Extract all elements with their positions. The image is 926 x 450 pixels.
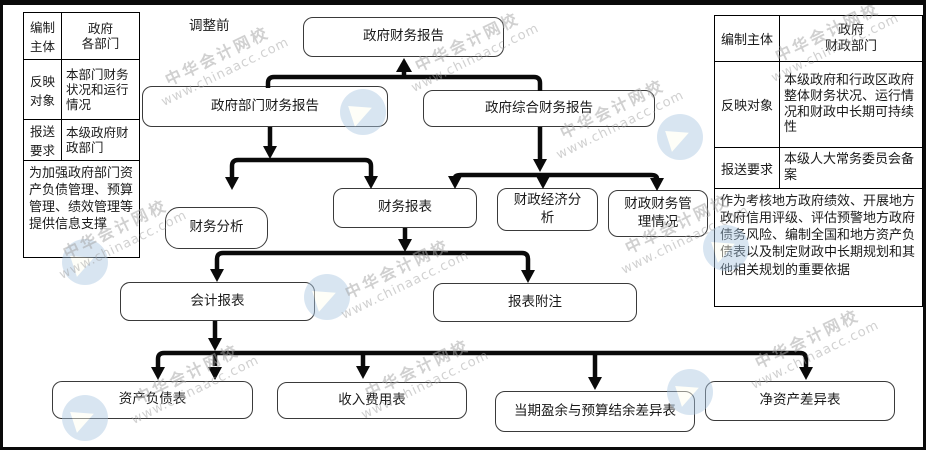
row-label: 反映对象: [715, 62, 780, 147]
left-info-table: 编制 主体 政府 各部门 反映 对象 本部门财务状况和运行情况 报送 要求 本级…: [23, 12, 140, 258]
arrowhead-surplus: [588, 377, 602, 390]
arrowhead-balance-2: [208, 367, 222, 380]
arrowhead-notes: [521, 270, 535, 283]
node-net-assets-difference: 净资产差异表: [705, 381, 895, 421]
connector-bottom-bar: [155, 350, 809, 368]
arrowhead-fin-analysis: [225, 177, 239, 190]
node-department-financial-report: 政府部门财务报告: [142, 86, 388, 127]
connector-comp-bar: [452, 172, 660, 180]
node-surplus-budget-difference: 当期盈余与预算结余差异表: [495, 391, 695, 432]
arrowhead-balance-1: [151, 367, 165, 380]
node-statement-notes: 报表附注: [433, 283, 637, 322]
table-row: 反映对象 本级政府和行政区政府整体财务状况、运行情况和财政中长期可持续性: [715, 62, 922, 148]
table-row: 编制主体 政府 财政部门: [715, 16, 922, 62]
arrowhead-netassets: [799, 367, 813, 380]
row-value: 政府 各部门: [81, 20, 120, 51]
row-label: 报送 要求: [24, 120, 62, 160]
row-value: 本部门财务状况和运行情况: [66, 66, 129, 113]
row-value: 本级政府财政部门: [66, 124, 129, 155]
table-row: 报送要求 本级人大常务委员会备案: [715, 148, 922, 189]
table-row: 报送 要求 本级政府财政部门: [24, 120, 139, 161]
node-financial-statements: 财务报表: [333, 188, 477, 228]
row-value: 本级政府和行政区政府整体财务状况、运行情况和财政中长期可持续性: [784, 72, 915, 136]
node-balance-sheet: 资产负债表: [52, 381, 253, 419]
arrowhead-mid-bar: [398, 239, 412, 252]
node-government-financial-report: 政府财务报告: [303, 17, 504, 57]
row-label: 反映 对象: [24, 60, 62, 119]
arrowhead-bottom-bar: [208, 338, 222, 351]
arrowhead-comp-bar: [533, 159, 547, 172]
node-revenue-expense-statement: 收入费用表: [277, 382, 467, 419]
table-row: 编制 主体 政府 各部门: [24, 13, 139, 60]
node-financial-analysis: 财务分析: [165, 207, 268, 249]
node-comprehensive-financial-report: 政府综合财务报告: [423, 90, 655, 127]
connector-dept-bar: [229, 157, 374, 177]
node-accounting-statements: 会计报表: [120, 282, 315, 321]
row-value: 本级人大常务委员会备案: [784, 152, 915, 183]
node-fiscal-financial-management: 财政财务管理情况: [608, 190, 708, 237]
table-row: 反映 对象 本部门财务状况和运行情况: [24, 60, 139, 120]
row-label: 编制主体: [715, 16, 780, 61]
row-label: 报送要求: [715, 148, 780, 188]
arrowhead-dept-bar: [263, 146, 277, 159]
node-fiscal-economic-analysis: 财政经济分析: [497, 188, 598, 231]
right-info-table: 编制主体 政府 财政部门 反映对象 本级政府和行政区政府整体财务状况、运行情况和…: [714, 15, 923, 307]
arrowhead-up-root: [396, 58, 412, 72]
annotation-before-adjustment: 调整前: [189, 18, 230, 34]
connector-statements-bar: [214, 250, 531, 270]
table-footnote: 作为考核地方政府绩效、开展地方政府信用评级、评估预警地方政府债务风险、编制全国和…: [720, 194, 916, 278]
arrowhead-revenue: [356, 366, 370, 379]
table-footnote: 为加强政府部门资产负债管理、预算管理、绩效管理等提供信息支撑: [29, 166, 134, 233]
row-label: 编制 主体: [24, 13, 62, 59]
row-value: 政府 财政部门: [824, 22, 877, 54]
arrowhead-accounting: [210, 269, 224, 282]
watermark-logo-icon: [657, 114, 703, 160]
